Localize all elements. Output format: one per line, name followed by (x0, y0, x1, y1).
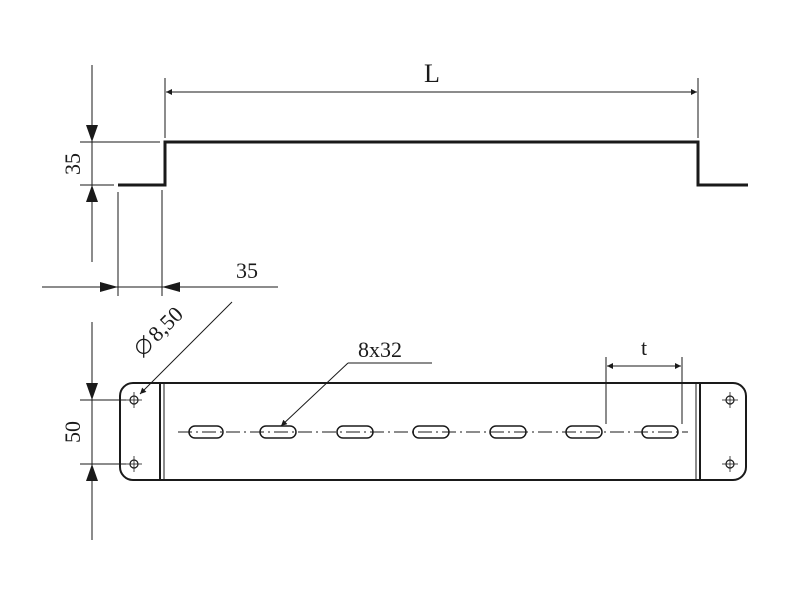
mounting-hole (126, 456, 142, 472)
slot-size-leader: 8x32 (280, 337, 432, 427)
slot-size-label: 8x32 (358, 337, 402, 362)
pitch-label: t (641, 335, 647, 360)
slot (259, 425, 297, 439)
length-dimension: L (164, 59, 699, 138)
height-dimension: 35 (60, 65, 160, 262)
width-dimension: 50 (60, 322, 126, 540)
mounting-hole (126, 392, 142, 408)
offset-dimension: 35 (42, 190, 278, 296)
slot (641, 425, 679, 439)
length-label: L (424, 59, 440, 88)
hole-diameter-label: 8,50 (143, 301, 188, 346)
offset-label: 35 (236, 258, 258, 283)
mounting-hole (722, 392, 738, 408)
slot (489, 425, 527, 439)
height-label: 35 (60, 153, 85, 175)
hole-diameter-leader: 8,50 (136, 301, 233, 395)
diameter-symbol (136, 338, 152, 355)
slot (336, 425, 374, 439)
slot (188, 425, 224, 439)
plan-view: 50 t 8x32 8,50 (60, 301, 747, 540)
width-label: 50 (60, 421, 85, 443)
bracket-profile (118, 140, 748, 187)
side-view: L 35 35 (42, 59, 748, 296)
mounting-hole (722, 456, 738, 472)
bracket-plate (119, 382, 747, 481)
slot (412, 425, 450, 439)
slot (565, 425, 603, 439)
pitch-dimension: t (605, 335, 683, 424)
